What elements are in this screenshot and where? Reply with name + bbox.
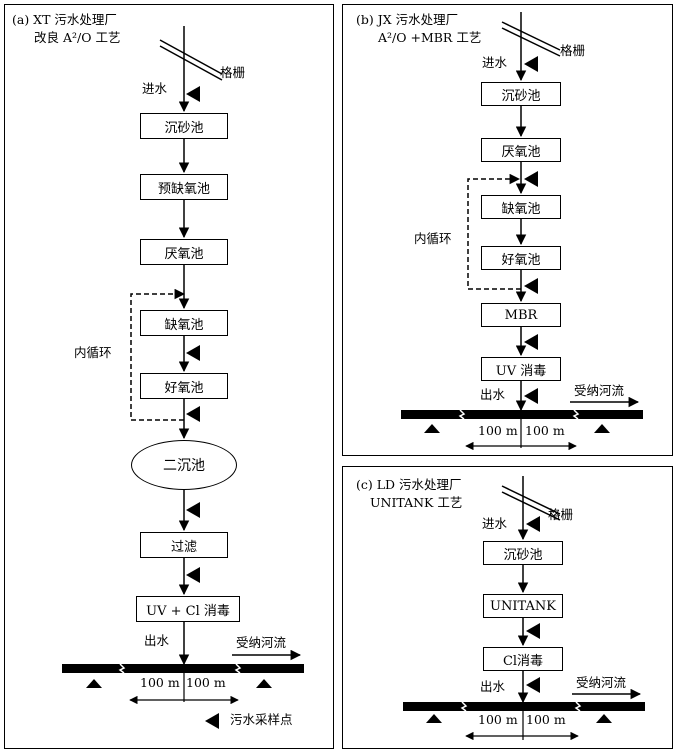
panel-a-anaerobic-tank: 厌氧池 [140, 239, 228, 265]
panel-a-title-line1: (a) XT 污水处理厂 [12, 12, 117, 27]
panel-a-recycle-label: 内循环 [74, 345, 112, 360]
panel-b-inlet-label: 进水 [482, 55, 508, 70]
panel-c-inlet-label: 进水 [482, 516, 508, 531]
panel-b-distance-right: 100 m [525, 423, 565, 438]
sampling-point-icon [524, 388, 538, 404]
panel-a-recycle-loop [130, 288, 186, 421]
panel-a-anoxic-tank: 缺氧池 [140, 310, 228, 336]
panel-b-recycle-loop [467, 173, 521, 290]
panel-b-anoxic-tank: 缺氧池 [481, 195, 561, 219]
panel-c-river-bar [403, 702, 645, 711]
sampling-point-icon [186, 502, 200, 518]
panel-c-distance-right: 100 m [526, 712, 566, 727]
panel-c-river-label: 受纳河流 [576, 675, 627, 690]
panel-b-screen-icon [501, 21, 561, 57]
sampling-point-icon [526, 623, 540, 639]
panel-c-distance-left: 100 m [478, 712, 518, 727]
panel-b-grit-chamber: 沉砂池 [481, 82, 561, 106]
sampling-point-icon [526, 516, 540, 532]
upstream-sampling-icon [86, 679, 102, 688]
panel-a-legend-label: 污水采样点 [230, 712, 293, 727]
panel-a-outlet-label: 出水 [144, 633, 170, 648]
upstream-sampling-icon [424, 424, 440, 433]
panel-a-distance-left: 100 m [140, 675, 180, 690]
upstream-sampling-icon [426, 714, 442, 723]
panel-b-river-label: 受纳河流 [574, 383, 625, 398]
downstream-sampling-icon [256, 679, 272, 688]
downstream-sampling-icon [596, 714, 612, 723]
panel-b-title-line1: (b) JX 污水处理厂 [356, 12, 459, 27]
panel-c-grit-chamber: 沉砂池 [483, 541, 563, 565]
panel-a-river-bar [62, 664, 304, 673]
panel-a-secondary-clarifier: 二沉池 [131, 440, 237, 490]
sampling-point-icon [524, 278, 538, 294]
panel-c-screen-icon [501, 485, 561, 521]
panel-b-screen-label: 格栅 [560, 43, 586, 58]
panel-c-title-line2: UNITANK 工艺 [370, 495, 463, 510]
sampling-point-icon [526, 677, 540, 693]
panel-b-recycle-label: 内循环 [414, 231, 452, 246]
panel-a-filtration: 过滤 [140, 532, 228, 558]
sampling-point-icon [524, 56, 538, 72]
panel-b-outlet-label: 出水 [480, 387, 506, 402]
panel-a-title-line2: 改良 A²/O 工艺 [34, 30, 121, 45]
panel-a-pre-anoxic-tank: 预缺氧池 [140, 174, 228, 200]
downstream-sampling-icon [594, 424, 610, 433]
sampling-point-icon [524, 171, 538, 187]
panel-a-screen-label: 格栅 [220, 65, 246, 80]
panel-b-mbr: MBR [481, 303, 561, 327]
sampling-point-icon [524, 334, 538, 350]
panel-b-river-bar [401, 410, 643, 419]
panel-a-screen-icon [159, 39, 223, 81]
panel-c-title-line1: (c) LD 污水处理厂 [356, 477, 462, 492]
panel-b-title-line2: A²/O +MBR 工艺 [378, 30, 482, 45]
panel-c-cl-disinfection: Cl消毒 [483, 647, 563, 671]
panel-b-distance-left: 100 m [478, 423, 518, 438]
legend-sampling-point-icon [205, 713, 219, 729]
panel-a-river-label: 受纳河流 [236, 635, 287, 650]
panel-a-uv-cl-disinfection: UV + Cl 消毒 [136, 596, 240, 622]
panel-c-outlet-label: 出水 [480, 679, 506, 694]
sampling-point-icon [186, 86, 200, 102]
sampling-point-icon [186, 345, 200, 361]
panel-b-anaerobic-tank: 厌氧池 [481, 138, 561, 162]
panel-b-oxic-tank: 好氧池 [481, 246, 561, 270]
panel-b-uv-disinfection: UV 消毒 [481, 357, 561, 381]
panel-a-grit-chamber: 沉砂池 [140, 113, 228, 139]
panel-a-oxic-tank: 好氧池 [140, 373, 228, 399]
panel-c-unitank: UNITANK [483, 594, 563, 618]
panel-a-inlet-label: 进水 [142, 81, 168, 96]
sampling-point-icon [186, 406, 200, 422]
sampling-point-icon [186, 567, 200, 583]
panel-a-distance-right: 100 m [186, 675, 226, 690]
